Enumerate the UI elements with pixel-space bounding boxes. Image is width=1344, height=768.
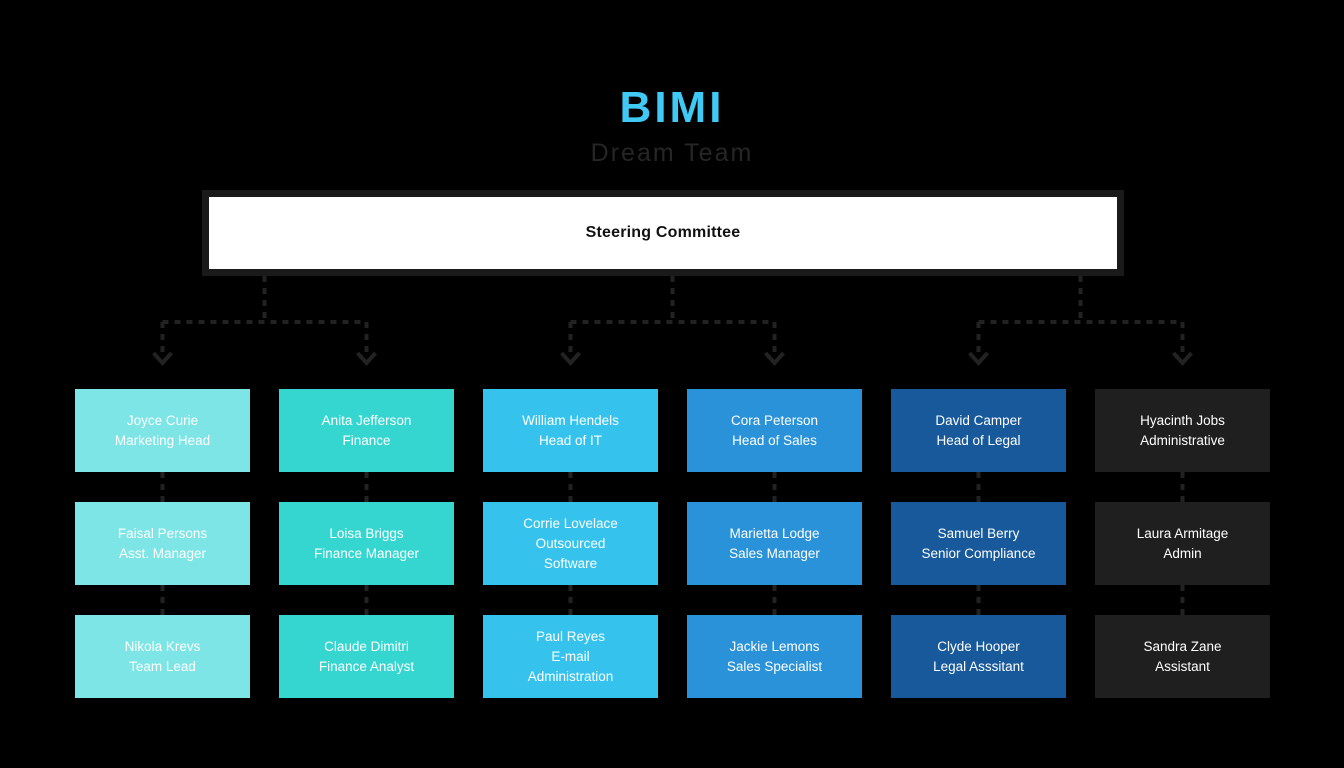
person-name: Sandra Zane <box>1143 638 1222 654</box>
person-name: Loisa Briggs <box>329 525 404 541</box>
person-role: Finance Manager <box>313 545 420 561</box>
person-role: Legal Asssitant <box>933 658 1024 674</box>
person-role: Team Lead <box>129 658 196 674</box>
person-name: Nikola Krevs <box>124 638 201 654</box>
person-name: Samuel Berry <box>937 525 1020 541</box>
person-name: Jackie Lemons <box>729 638 820 654</box>
person-name: Hyacinth Jobs <box>1140 412 1225 428</box>
person-name: Clyde Hooper <box>937 638 1020 654</box>
person-role: Sales Specialist <box>726 658 823 674</box>
page-subtitle: Dream Team <box>590 139 754 167</box>
steering-committee-label: Steering Committee <box>585 224 741 241</box>
person-name: Marietta Lodge <box>729 525 820 541</box>
steering-committee-box[interactable]: Steering Committee <box>202 190 1124 276</box>
person-role: Finance <box>342 432 391 448</box>
person-name: Anita Jefferson <box>321 412 412 428</box>
person-role: Marketing Head <box>114 432 211 448</box>
person-name: Joyce Curie <box>126 412 199 428</box>
person-name: Paul Reyes <box>535 628 606 644</box>
person-name: Laura Armitage <box>1136 525 1229 541</box>
person-role: Admin <box>1163 545 1202 561</box>
person-role: Senior Compliance <box>921 545 1036 561</box>
person-name: William Hendels <box>522 412 619 428</box>
person-role: Administration <box>527 668 614 684</box>
person-role: Head of Sales <box>732 432 817 448</box>
person-role: Asst. Manager <box>118 545 207 561</box>
chart-header: BIMI Dream Team <box>0 0 1344 168</box>
person-role: Administrative <box>1140 432 1225 448</box>
person-role: Outsourced <box>535 535 606 551</box>
person-role: Head of IT <box>538 432 603 448</box>
person-role: Sales Manager <box>729 545 820 561</box>
person-name: Corrie Lovelace <box>523 515 618 531</box>
person-role: Finance Analyst <box>318 658 415 674</box>
person-name: David Camper <box>935 412 1022 428</box>
person-role: E-mail <box>551 648 590 664</box>
page-title: BIMI <box>619 83 725 132</box>
person-name: Claude Dimitri <box>324 638 409 654</box>
person-role: Head of Legal <box>936 432 1021 448</box>
person-name: Faisal Persons <box>117 525 208 541</box>
person-name: Cora Peterson <box>730 412 819 428</box>
person-role: Assistant <box>1155 658 1210 674</box>
person-role: Software <box>543 555 598 571</box>
